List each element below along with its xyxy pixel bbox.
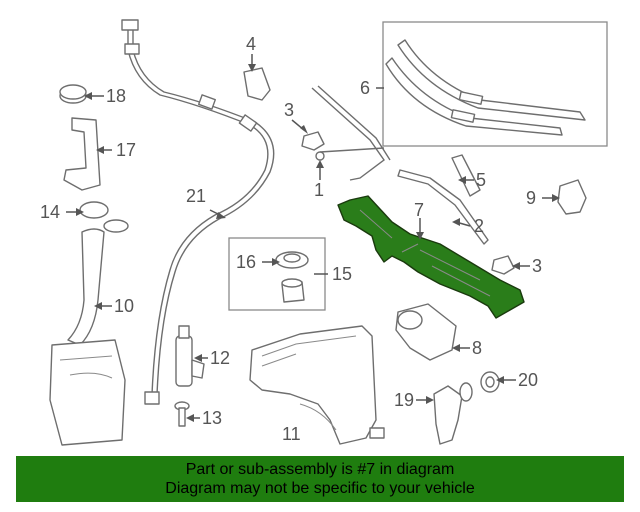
wiper-linkage-highlighted[interactable]: [337, 195, 525, 319]
callout-6: 6: [360, 78, 370, 98]
washer-hose[interactable]: [121, 19, 275, 405]
nut-lower[interactable]: [491, 255, 515, 275]
callout-15: 15: [332, 264, 352, 284]
sensor-grommet[interactable]: [480, 371, 500, 393]
blade-group-box: [382, 21, 608, 147]
callout-13: 13: [202, 408, 222, 428]
callout-3-upper: 3: [284, 100, 294, 120]
wiper-blades[interactable]: [385, 39, 586, 136]
grommet[interactable]: [59, 84, 87, 104]
cover-cap[interactable]: [243, 67, 271, 101]
callout-7: 7: [414, 200, 424, 220]
nut-upper[interactable]: [301, 131, 325, 151]
wiper-motor[interactable]: [395, 303, 457, 361]
info-banner: Part or sub-assembly is #7 in diagram Di…: [16, 456, 624, 502]
wiper-arm-2[interactable]: [397, 169, 489, 245]
pump-seal[interactable]: [275, 251, 309, 269]
banner-line-2: Diagram may not be specific to your vehi…: [165, 480, 475, 497]
wiper-arm[interactable]: [311, 85, 391, 181]
callout-21: 21: [186, 186, 206, 206]
callout-4: 4: [246, 34, 256, 54]
pump-group-box: [228, 237, 326, 311]
washer-reservoir[interactable]: [249, 325, 385, 445]
reservoir-tank[interactable]: [49, 339, 126, 446]
callout-10: 10: [114, 296, 134, 316]
callout-19: 19: [394, 390, 414, 410]
arm-cover[interactable]: [451, 154, 481, 197]
callout-16: 16: [236, 252, 256, 272]
filler-neck[interactable]: [67, 228, 105, 346]
callout-20: 20: [518, 370, 538, 390]
callout-17: 17: [116, 140, 136, 160]
filler-cap[interactable]: [79, 201, 129, 233]
level-sensor[interactable]: [433, 382, 473, 445]
callout-5: 5: [476, 170, 486, 190]
washer-pump[interactable]: [175, 325, 205, 387]
callout-18: 18: [106, 86, 126, 106]
callout-9: 9: [526, 188, 536, 208]
callout-8: 8: [472, 338, 482, 358]
banner-line-1: Part or sub-assembly is #7 in diagram: [185, 461, 455, 478]
bolt[interactable]: [174, 401, 190, 427]
callout-12: 12: [210, 348, 230, 368]
callout-1: 1: [314, 180, 324, 200]
pivot-cap[interactable]: [557, 179, 587, 215]
callout-2: 2: [474, 216, 484, 236]
callout-3-lower: 3: [532, 256, 542, 276]
pump-grommet[interactable]: [281, 278, 305, 303]
callout-14: 14: [40, 202, 60, 222]
reservoir-bracket[interactable]: [63, 117, 101, 191]
leaders: [66, 54, 560, 422]
callout-11: 11: [282, 424, 301, 444]
